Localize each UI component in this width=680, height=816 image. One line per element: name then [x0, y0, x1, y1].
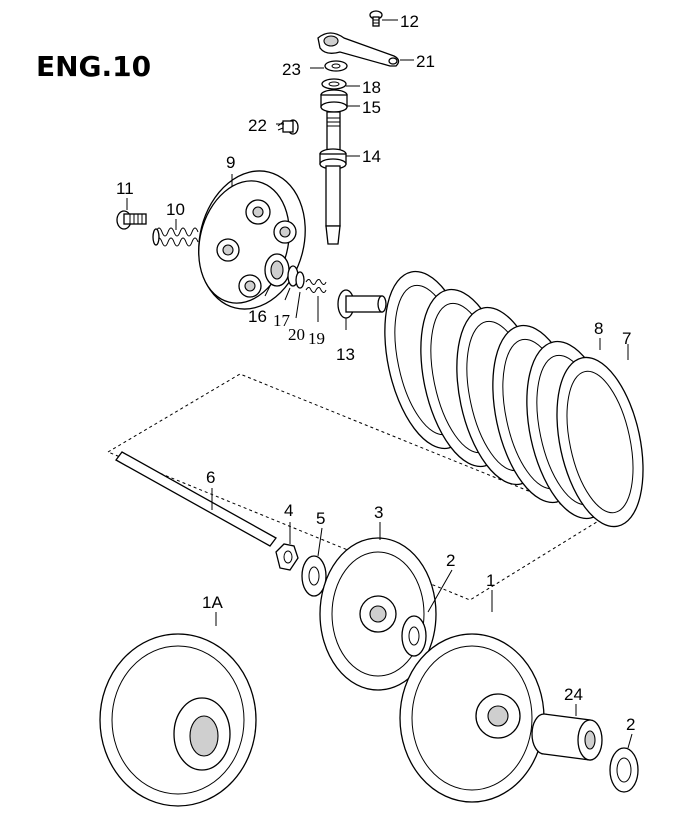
part-24-sleeve — [531, 713, 603, 761]
label-23: 23 — [282, 60, 301, 79]
part-14-shaft — [319, 111, 347, 245]
part-2-washer-lower — [609, 747, 639, 793]
part-19-spring — [305, 279, 327, 293]
part-10-spring — [152, 227, 199, 247]
label-20: 20 — [288, 325, 305, 344]
label-8: 8 — [594, 319, 603, 338]
part-1-clutch-housing — [399, 633, 545, 803]
label-6: 6 — [206, 468, 215, 487]
part-13-push-rod — [337, 289, 387, 319]
part-22-bolt — [277, 119, 299, 135]
label-15: 15 — [362, 98, 381, 117]
label-2-lower: 2 — [626, 715, 635, 734]
label-18: 18 — [362, 78, 381, 97]
part-2-washer-upper — [401, 615, 427, 657]
part-6-push-rod — [115, 451, 277, 547]
label-16: 16 — [248, 307, 267, 326]
label-17: 17 — [273, 311, 291, 330]
label-7: 7 — [622, 329, 631, 348]
part-23-washer — [324, 60, 348, 72]
clutch-plate-stack — [384, 270, 644, 528]
label-3: 3 — [374, 503, 383, 522]
part-20-ring — [295, 271, 305, 289]
label-2-upper: 2 — [446, 551, 455, 570]
part-16-bearing — [264, 253, 290, 287]
diagram-title: ENG.10 — [36, 50, 151, 83]
label-24: 24 — [564, 685, 583, 704]
part-11-bolt — [116, 210, 147, 230]
label-19: 19 — [308, 329, 325, 348]
label-4: 4 — [284, 501, 293, 520]
label-10: 10 — [166, 200, 185, 219]
label-14: 14 — [362, 147, 381, 166]
label-11: 11 — [116, 179, 134, 198]
label-5: 5 — [316, 509, 325, 528]
label-9: 9 — [226, 153, 235, 172]
label-12: 12 — [400, 12, 419, 31]
label-21: 21 — [416, 52, 435, 71]
label-22: 22 — [248, 116, 267, 135]
part-12-screw — [369, 10, 383, 27]
part-4-nut — [275, 543, 299, 571]
label-1a: 1A — [202, 593, 223, 612]
part-15-bushing — [320, 89, 348, 113]
part-1a-clutch-housing — [99, 633, 257, 807]
part-21-release-lever — [317, 32, 400, 67]
part-5-washer — [301, 555, 327, 597]
label-13: 13 — [336, 345, 355, 364]
label-1: 1 — [486, 571, 495, 590]
part-18-seal — [321, 78, 347, 90]
